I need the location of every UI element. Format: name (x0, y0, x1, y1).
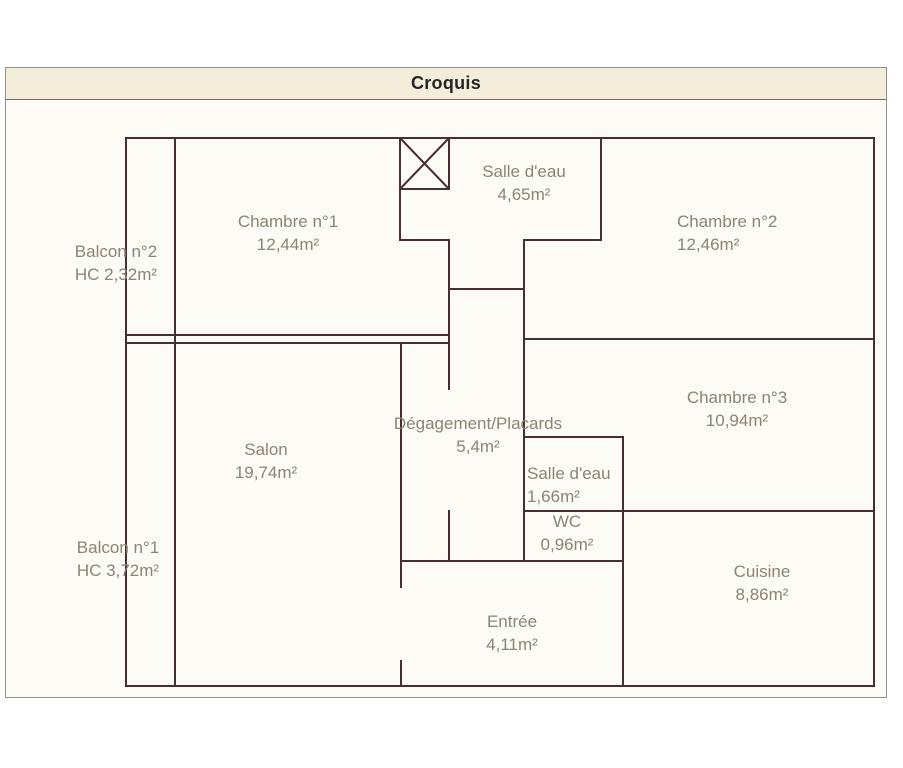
page-title: Croquis (410, 73, 482, 93)
croquis-frame: Croquis (5, 67, 887, 698)
title-bar: Croquis (6, 68, 886, 100)
